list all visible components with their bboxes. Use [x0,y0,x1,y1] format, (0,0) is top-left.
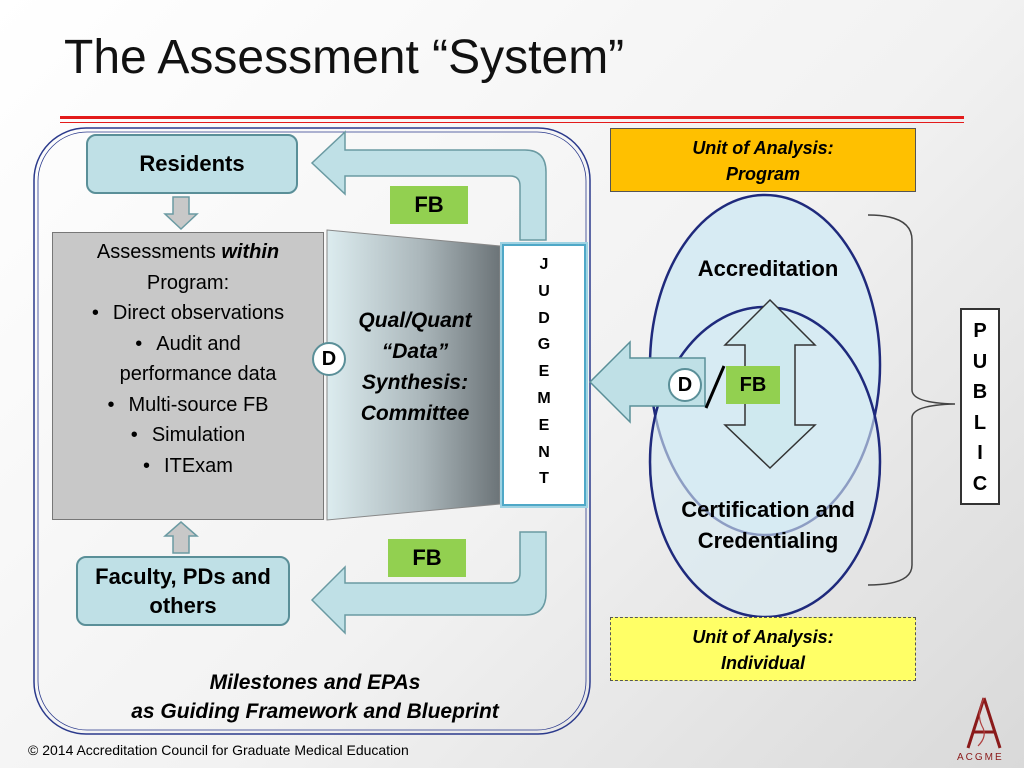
d-right-badge: D [668,368,702,402]
residents-box: Residents [86,134,298,194]
fb-top-badge: FB [390,186,468,224]
list-item-continuation: performance data [119,363,277,385]
public-box: P U B L I C [960,308,1000,505]
assessments-heading: Assessments within [96,241,280,263]
synthesis-label: Qual/Quant “Data” Synthesis: Committee [358,309,472,425]
synthesis-shape [326,229,501,521]
arrow-to-judgement [588,340,706,424]
list-item: Audit and [53,329,323,360]
slash [704,365,726,409]
faculty-box: Faculty, PDs and others [76,556,290,626]
fb-right-badge: FB [726,366,780,404]
list-item: Multi-source FB [53,390,323,421]
arrow-residents-down [163,196,199,231]
arrow-faculty-up [163,521,199,554]
framework-caption: Milestones and EPAs as Guiding Framework… [131,671,499,723]
title-rule-thin [60,122,964,123]
certification-label: Certification and Credentialing [681,497,855,553]
assessments-heading-suffix: Program: [146,271,230,294]
copyright-text: © 2014 Accreditation Council for Graduat… [28,742,409,758]
list-item: Simulation [53,420,323,451]
accreditation-label: Accreditation [697,256,839,281]
list-item: Direct observations [53,298,323,329]
feedback-arrow-bottom [310,531,547,635]
public-bracket [867,214,956,586]
title-rule [60,116,964,119]
feedback-arrow-top [310,130,547,241]
acgme-logo-text: ACGME [957,752,1004,763]
d-left-badge: D [312,342,346,376]
acgme-logo-icon [966,697,1002,749]
unit-individual-box: Unit of Analysis: Individual [610,617,916,681]
fb-bottom-badge: FB [388,539,466,577]
slide-title: The Assessment “System” [64,31,625,84]
assessments-list: Direct observations Audit and performanc… [53,298,323,481]
assessments-box: Assessments within Program: Direct obser… [52,232,324,520]
outer-frame-inner [37,131,587,731]
outer-frame [33,127,591,735]
list-item: ITExam [53,451,323,482]
unit-program-box: Unit of Analysis: Program [610,128,916,192]
judgement-box: J U D G E M E N T [502,244,586,506]
